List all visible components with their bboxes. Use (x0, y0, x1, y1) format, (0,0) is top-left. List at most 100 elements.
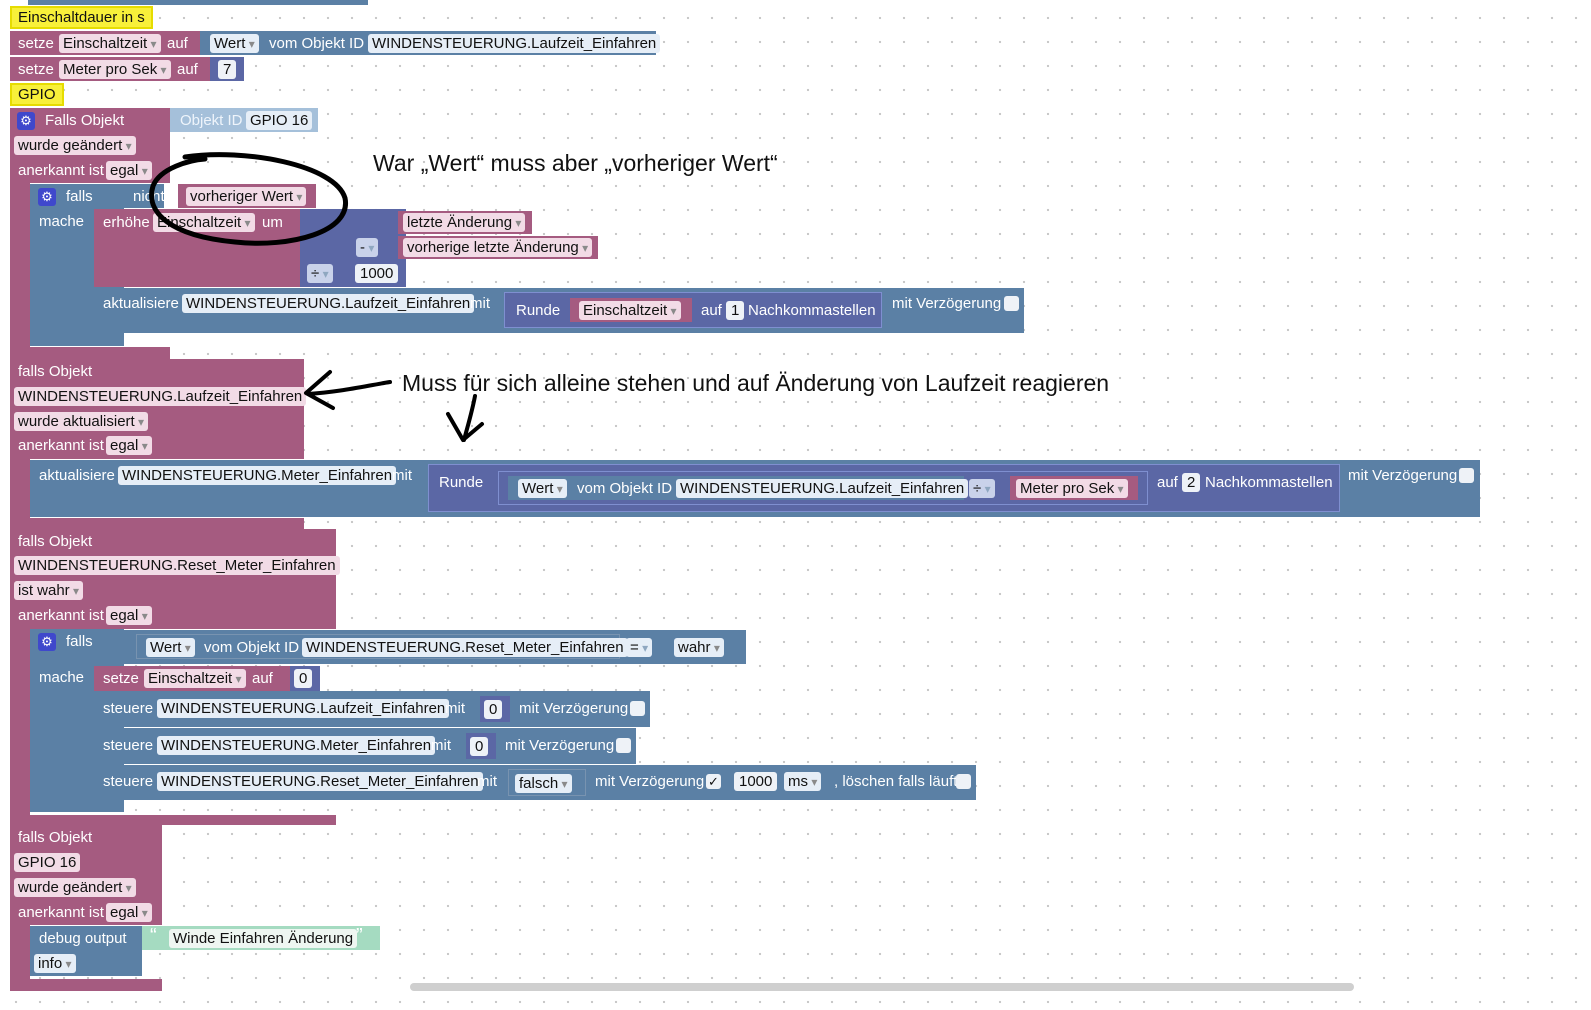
divisor-value[interactable]: 1000 (355, 264, 399, 283)
object-id-field[interactable]: WINDENSTEUERUNG.Laufzeit_Einfahren (368, 34, 661, 53)
delay-value[interactable]: 1000 (734, 772, 778, 791)
delay-checkbox-checked[interactable]: ✓ (706, 774, 721, 789)
setze-meter-pro-sek-block[interactable]: setze Meter pro Sek auf (10, 57, 210, 81)
vom-objekt-id-label: vom Objekt ID (269, 35, 365, 52)
decimals-value[interactable]: 1 (726, 301, 745, 320)
comment-gpio[interactable]: GPIO (10, 83, 64, 106)
meter-pro-sek-block[interactable]: Meter pro Sek (1010, 476, 1138, 500)
annotation-note-1: War „Wert“ muss aber „vorheriger Wert“ (373, 150, 778, 176)
decimals-value[interactable]: 2 (1182, 473, 1201, 492)
falls-label: falls (66, 188, 93, 205)
steuere-meter-block[interactable]: steuere WINDENSTEUERUNG.Meter_Einfahren … (94, 728, 636, 764)
number-block[interactable]: 0 (290, 666, 320, 691)
object-id-field[interactable]: GPIO 16 (246, 111, 313, 130)
vorherige-letzte-aenderung-block[interactable]: vorherige letzte Änderung (398, 236, 598, 259)
number-block[interactable]: 0 (466, 733, 496, 759)
falsch-dropdown[interactable]: falsch (515, 774, 572, 793)
object-id-field[interactable]: WINDENSTEUERUNG.Reset_Meter_Einfahren (302, 638, 628, 657)
anerkannt-ist-label: anerkannt ist (18, 904, 104, 921)
trigger1-left-rail (10, 183, 30, 359)
level-dropdown[interactable]: info (34, 954, 76, 973)
erhoehe-block[interactable]: erhöhe Einschaltzeit um (94, 209, 300, 287)
variable-dropdown[interactable]: Einschaltzeit (153, 213, 255, 232)
wert-vom-objekt-block[interactable]: Wert vom Objekt ID WINDENSTEUERUNG.Reset… (136, 634, 628, 659)
setze-einschaltzeit-block[interactable]: setze Einschaltzeit auf (10, 31, 206, 55)
object-id-field[interactable]: GPIO 16 (14, 853, 81, 872)
vorheriger-wert-dropdown[interactable]: vorheriger Wert (186, 187, 307, 206)
loeschen-checkbox[interactable] (956, 774, 971, 789)
wahr-dropdown[interactable]: wahr (674, 638, 724, 657)
delay-checkbox[interactable] (1459, 468, 1474, 483)
wert-dropdown[interactable]: Wert (210, 34, 259, 53)
wurde-geaendert-dropdown[interactable]: wurde geändert (14, 136, 136, 155)
vorheriger-wert-block[interactable]: vorheriger Wert (178, 184, 316, 208)
variable-dropdown[interactable]: Meter pro Sek (59, 60, 171, 79)
wurde-aktualisiert-dropdown[interactable]: wurde aktualisiert (14, 412, 149, 431)
letzte-aenderung-block[interactable]: letzte Änderung (398, 211, 532, 234)
divide-operator[interactable]: ÷ (307, 264, 333, 283)
target-field[interactable]: WINDENSTEUERUNG.Reset_Meter_Einfahren (157, 772, 483, 791)
trigger2-header[interactable]: falls Objekt WINDENSTEUERUNG.Laufzeit_Ei… (10, 359, 307, 459)
target-field[interactable]: WINDENSTEUERUNG.Meter_Einfahren (157, 736, 436, 755)
trigger4-header[interactable]: falls Objekt GPIO 16 wurde geändert aner… (10, 825, 162, 925)
minus-operator[interactable]: - (356, 238, 379, 257)
trigger1-header[interactable]: ⚙ Falls Objekt wurde geändert anerkannt … (10, 108, 170, 183)
wurde-geaendert-dropdown[interactable]: wurde geändert (14, 878, 136, 897)
object-id-field[interactable]: WINDENSTEUERUNG.Laufzeit_Einfahren (676, 479, 969, 498)
number-value[interactable]: 0 (484, 700, 503, 719)
variable-dropdown[interactable]: Einschaltzeit (579, 301, 681, 320)
block-edge-top (28, 0, 368, 5)
runde-block[interactable]: Runde auf 1 Nachkommastellen (504, 292, 882, 328)
egal-dropdown[interactable]: egal (106, 606, 152, 625)
text-string-block[interactable]: “ Winde Einfahren Änderung ” (142, 926, 380, 950)
delay-checkbox[interactable] (630, 701, 645, 716)
target-field[interactable]: WINDENSTEUERUNG.Laufzeit_Einfahren (157, 699, 450, 718)
gear-icon[interactable]: ⚙ (38, 188, 56, 206)
wert-dropdown[interactable]: Wert (146, 638, 195, 657)
wert-vom-objekt-block[interactable]: Wert vom Objekt ID WINDENSTEUERUNG.Laufz… (508, 476, 969, 500)
gear-icon[interactable]: ⚙ (38, 633, 56, 651)
number-block[interactable]: 7 (210, 57, 244, 81)
mit-label: mit (477, 773, 497, 790)
mit-verzoegerung-label: mit Verzögerung (1348, 467, 1458, 484)
wert-dropdown[interactable]: Wert (518, 479, 567, 498)
wert-vom-objekt-block[interactable]: Wert vom Objekt ID WINDENSTEUERUNG.Laufz… (200, 31, 661, 55)
number-value[interactable]: 0 (470, 737, 489, 756)
vorherige-letzte-aenderung-dropdown[interactable]: vorherige letzte Änderung (403, 238, 593, 257)
number-block[interactable]: 0 (480, 696, 510, 722)
math-minus-block[interactable]: - (352, 211, 398, 259)
not-block[interactable]: nicht (124, 184, 165, 208)
objekt-id-block[interactable]: Objekt ID GPIO 16 (170, 108, 318, 132)
ms-dropdown[interactable]: ms (784, 772, 822, 791)
target-field[interactable]: WINDENSTEUERUNG.Laufzeit_Einfahren (182, 294, 475, 313)
variable-dropdown[interactable]: Einschaltzeit (59, 34, 161, 53)
delay-checkbox[interactable] (616, 738, 631, 753)
target-field[interactable]: WINDENSTEUERUNG.Meter_Einfahren (118, 466, 397, 485)
falsch-block[interactable]: falsch (508, 769, 586, 796)
trigger3-header[interactable]: falls Objekt WINDENSTEUERUNG.Reset_Meter… (10, 529, 340, 629)
message-field[interactable]: Winde Einfahren Änderung (169, 929, 358, 948)
object-id-field[interactable]: WINDENSTEUERUNG.Reset_Meter_Einfahren (14, 556, 340, 575)
ist-wahr-dropdown[interactable]: ist wahr (14, 581, 84, 600)
egal-dropdown[interactable]: egal (106, 436, 152, 455)
setze-block[interactable]: setze Einschaltzeit auf (94, 666, 290, 691)
gear-icon[interactable]: ⚙ (17, 112, 35, 130)
runde-variable-block[interactable]: Einschaltzeit (570, 298, 692, 322)
object-id-field[interactable]: WINDENSTEUERUNG.Laufzeit_Einfahren (14, 387, 307, 406)
divide-operator[interactable]: ÷ (969, 479, 995, 498)
objekt-id-label: Objekt ID (180, 112, 243, 129)
equals-operator[interactable]: = (626, 638, 653, 657)
number-value[interactable]: 7 (218, 60, 237, 79)
horizontal-scrollbar[interactable] (410, 983, 1354, 991)
comment-einschaltdauer[interactable]: Einschaltdauer in s (10, 6, 153, 29)
egal-dropdown[interactable]: egal (106, 161, 152, 180)
delay-checkbox[interactable] (1004, 296, 1019, 311)
variable-dropdown[interactable]: Einschaltzeit (144, 669, 246, 688)
debug-output-block[interactable]: debug output info (30, 926, 142, 976)
steuere-laufzeit-block[interactable]: steuere WINDENSTEUERUNG.Laufzeit_Einfahr… (94, 691, 650, 727)
letzte-aenderung-dropdown[interactable]: letzte Änderung (403, 213, 526, 232)
steuere-reset-block[interactable]: steuere WINDENSTEUERUNG.Reset_Meter_Einf… (94, 765, 976, 800)
egal-dropdown[interactable]: egal (106, 903, 152, 922)
number-value[interactable]: 0 (294, 669, 313, 688)
variable-dropdown[interactable]: Meter pro Sek (1016, 479, 1128, 498)
